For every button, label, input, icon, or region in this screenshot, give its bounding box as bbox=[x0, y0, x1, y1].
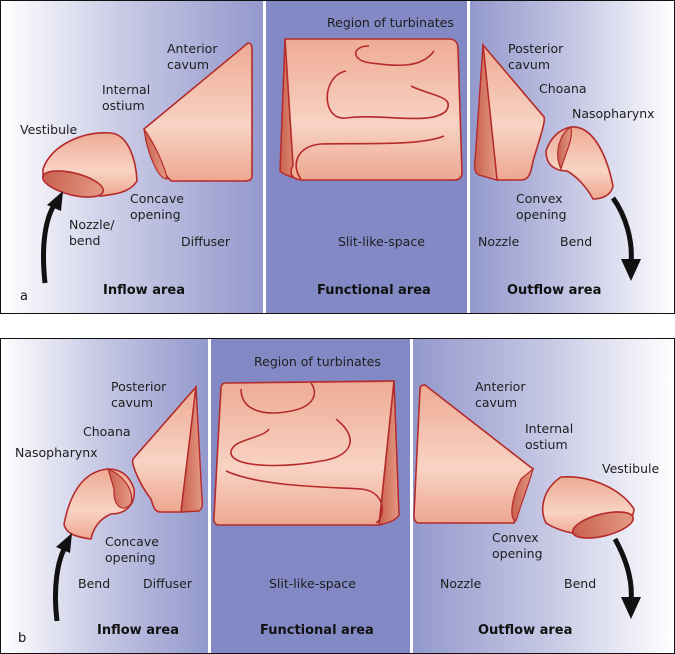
inflow-arrow bbox=[41, 199, 60, 284]
label-vestibule: Vestibule bbox=[20, 122, 78, 137]
label-concave-opening: Concave opening bbox=[105, 534, 159, 565]
functional-area-title: Functional area bbox=[260, 623, 374, 638]
panel-letter: b bbox=[18, 631, 27, 646]
turbinates-shape bbox=[212, 380, 400, 526]
label-anterior-cavum: Anterior cavum bbox=[167, 41, 218, 72]
label-posterior-cavum: Posterior cavum bbox=[508, 41, 564, 72]
label-convex-opening: Convex opening bbox=[516, 191, 567, 222]
label-choana: Choana bbox=[83, 424, 131, 439]
outflow-arrow bbox=[612, 537, 634, 602]
zone-divider bbox=[410, 339, 413, 653]
label-vestibule: Vestibule bbox=[602, 461, 660, 476]
label-region-of-turbinates: Region of turbinates bbox=[327, 15, 454, 30]
label-nozzle-bend: Nozzle/ bend bbox=[69, 217, 115, 248]
outflow-area-title: Outflow area bbox=[507, 283, 602, 298]
label-internal-ostium: Internal ostium bbox=[525, 421, 574, 452]
inflow-arrowhead bbox=[56, 533, 72, 553]
label-posterior-cavum: Posterior cavum bbox=[111, 379, 167, 410]
posterior-cavum-shape bbox=[131, 384, 204, 513]
inflow-arrow bbox=[52, 542, 70, 622]
panel-a-inspiration: Vestibule Internal ostium Anterior cavum… bbox=[0, 0, 675, 314]
panel-letter: a bbox=[20, 289, 28, 304]
outflow-area-title: Outflow area bbox=[478, 623, 573, 638]
functional-area-title: Functional area bbox=[317, 283, 431, 298]
label-bend-outflow: Bend bbox=[564, 576, 597, 591]
label-concave-opening: Concave opening bbox=[130, 191, 184, 222]
nasopharynx-shape bbox=[63, 467, 136, 540]
zone-divider bbox=[263, 1, 266, 313]
nasopharynx-shape bbox=[545, 126, 614, 200]
label-diffuser: Diffuser bbox=[181, 234, 230, 249]
label-internal-ostium: Internal ostium bbox=[102, 82, 151, 113]
inflow-area-title: Inflow area bbox=[97, 623, 179, 638]
label-slit-like-space: Slit-like-space bbox=[269, 576, 356, 591]
anterior-cavum-shape bbox=[143, 42, 253, 182]
label-convex-opening: Convex opening bbox=[492, 530, 543, 561]
outflow-arrowhead bbox=[621, 597, 641, 619]
vestibule-shape bbox=[542, 476, 635, 539]
label-bend: Bend bbox=[78, 576, 111, 591]
label-nozzle: Nozzle bbox=[478, 234, 520, 249]
anterior-cavum-shape bbox=[413, 384, 535, 524]
label-slit-like-space: Slit-like-space bbox=[338, 234, 425, 249]
zone-divider bbox=[467, 1, 470, 313]
label-nozzle: Nozzle bbox=[440, 576, 482, 591]
label-bend: Bend bbox=[560, 234, 593, 249]
label-nasopharynx: Nasopharynx bbox=[572, 106, 655, 121]
label-anterior-cavum: Anterior cavum bbox=[475, 379, 526, 410]
zone-divider bbox=[208, 339, 211, 653]
label-region-of-turbinates: Region of turbinates bbox=[254, 354, 381, 369]
outflow-arrow bbox=[610, 196, 634, 264]
inflow-arrowhead bbox=[47, 191, 63, 211]
label-diffuser: Diffuser bbox=[143, 576, 192, 591]
posterior-cavum-shape bbox=[473, 42, 546, 181]
outflow-arrowhead bbox=[621, 259, 641, 281]
panel-b-expiration: Nasopharynx Choana Posterior cavum Conca… bbox=[0, 338, 675, 654]
label-choana: Choana bbox=[539, 81, 587, 96]
turbinates-shape bbox=[279, 38, 463, 181]
vestibule-shape bbox=[42, 132, 138, 198]
inflow-area-title: Inflow area bbox=[103, 283, 185, 298]
label-nasopharynx: Nasopharynx bbox=[15, 445, 98, 460]
